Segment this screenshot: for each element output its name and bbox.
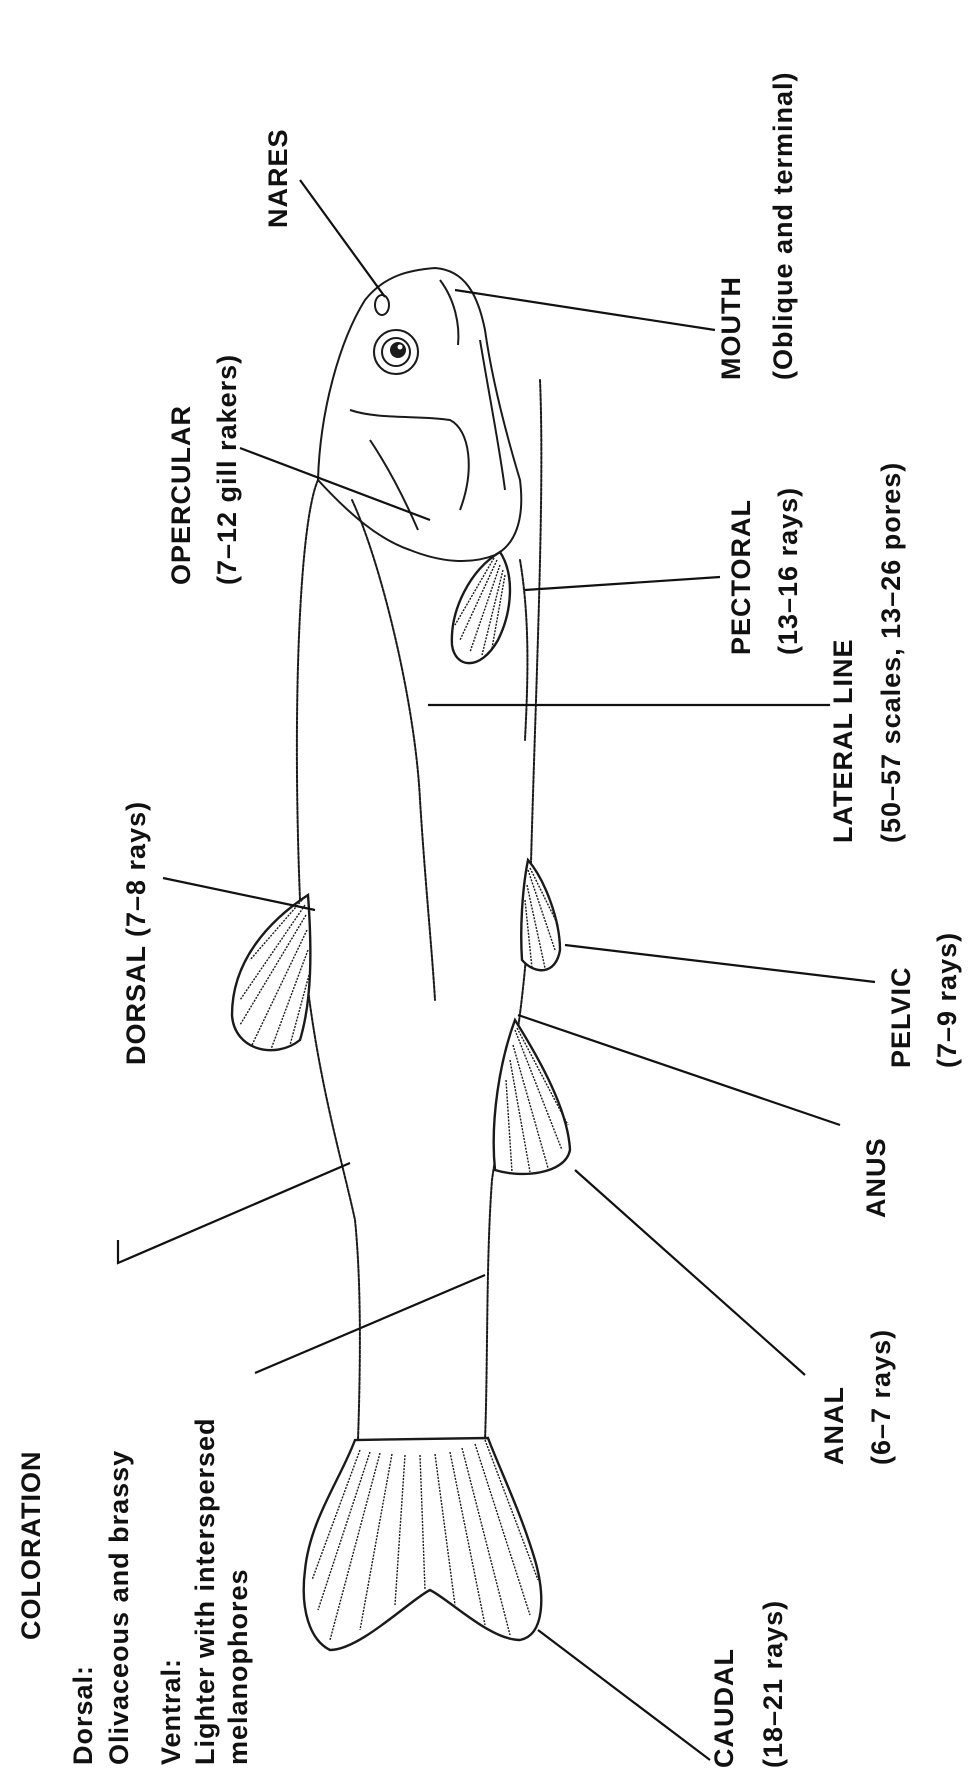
leader-caudal — [538, 1630, 710, 1760]
pectoral-fin — [452, 552, 510, 663]
label-lateral-line: LATERAL LINE — [828, 639, 858, 844]
svg-text:ANUS: ANUS — [861, 1137, 891, 1218]
label-mouth: MOUTH — [716, 276, 746, 380]
svg-text:COLORATION: COLORATION — [16, 1451, 46, 1640]
svg-text:MOUTH: MOUTH — [716, 276, 746, 380]
label-pectoral: PECTORAL — [726, 499, 756, 655]
label-mouth-detail: (Oblique and terminal) — [768, 71, 798, 380]
svg-text:(7–12 gill rakers): (7–12 gill rakers) — [212, 354, 242, 585]
svg-text:PELVIC: PELVIC — [886, 966, 916, 1068]
eye-pupil — [390, 342, 406, 358]
svg-text:NARES: NARES — [263, 128, 293, 228]
svg-text:(13–16 rays): (13–16 rays) — [773, 487, 803, 655]
nostril — [375, 295, 389, 315]
dorsal-fin — [232, 895, 310, 1052]
label-dorsal: DORSAL (7–8 rays) — [121, 801, 151, 1065]
lateral-line — [352, 500, 435, 1000]
svg-text:Ventral:: Ventral: — [156, 1658, 186, 1765]
leader-mouth — [455, 290, 715, 330]
label-anus: ANUS — [861, 1137, 891, 1218]
svg-text:DORSAL (7–8 rays): DORSAL (7–8 rays) — [121, 801, 151, 1065]
svg-text:LATERAL LINE: LATERAL LINE — [828, 639, 858, 844]
anal-fin — [494, 1020, 570, 1174]
label-caudal: CAUDAL — [709, 1648, 739, 1768]
coloration-ventral-line2: melanophores — [223, 1568, 253, 1765]
ventral-fold — [520, 560, 527, 740]
svg-text:Olivaceous and brassy: Olivaceous and brassy — [104, 1450, 134, 1765]
svg-text:PECTORAL: PECTORAL — [726, 499, 756, 655]
label-nares: NARES — [263, 128, 293, 228]
label-opercular: OPERCULAR — [166, 405, 196, 585]
leader-opercular — [240, 448, 430, 520]
label-pectoral-detail: (13–16 rays) — [773, 487, 803, 655]
leader-pelvic — [565, 945, 875, 982]
svg-text:melanophores: melanophores — [223, 1568, 253, 1765]
svg-text:(18–21 rays): (18–21 rays) — [758, 1600, 788, 1768]
coloration-dorsal-desc: Olivaceous and brassy — [104, 1450, 134, 1765]
leader-dorsal — [163, 878, 315, 910]
leader-coloration-dorsal — [118, 1163, 350, 1263]
leader-anal — [575, 1170, 805, 1375]
svg-text:Lighter with interspersed: Lighter with interspersed — [190, 1417, 220, 1765]
label-opercular-detail: (7–12 gill rakers) — [212, 354, 242, 585]
coloration-ventral-line1: Lighter with interspersed — [190, 1417, 220, 1765]
label-pelvic: PELVIC — [886, 966, 916, 1068]
coloration-note: COLORATION Dorsal: Olivaceous and brassy… — [16, 1417, 253, 1765]
label-anal-detail: (6–7 rays) — [866, 1329, 896, 1465]
label-lateral-line-detail: (50–57 scales, 13–26 pores) — [876, 462, 906, 843]
body-outline-left — [297, 480, 360, 1580]
label-caudal-detail: (18–21 rays) — [758, 1600, 788, 1768]
leader-nares — [300, 180, 385, 297]
leader-pectoral — [525, 577, 720, 590]
coloration-ventral-label: Ventral: — [156, 1658, 186, 1765]
svg-text:(50–57 scales, 13–26 pores): (50–57 scales, 13–26 pores) — [876, 462, 906, 843]
label-anal: ANAL — [819, 1386, 849, 1465]
pelvic-fin — [521, 860, 560, 970]
svg-text:(6–7 rays): (6–7 rays) — [866, 1329, 896, 1465]
caudal-fin — [304, 1438, 542, 1650]
svg-text:Dorsal:: Dorsal: — [68, 1665, 98, 1765]
svg-text:(7–9 rays): (7–9 rays) — [932, 932, 962, 1068]
coloration-heading: COLORATION — [16, 1451, 46, 1640]
gill-arc — [370, 440, 418, 530]
label-pelvic-detail: (7–9 rays) — [932, 932, 962, 1068]
leader-coloration-ventral — [255, 1275, 485, 1373]
leader-anus — [518, 1015, 840, 1125]
svg-text:ANAL: ANAL — [819, 1386, 849, 1465]
svg-text:CAUDAL: CAUDAL — [709, 1648, 739, 1768]
svg-text:(Oblique and terminal): (Oblique and terminal) — [768, 71, 798, 380]
coloration-dorsal-label: Dorsal: — [68, 1665, 98, 1765]
svg-text:OPERCULAR: OPERCULAR — [166, 405, 196, 585]
eye-highlight — [398, 345, 403, 350]
gill-cover-line — [350, 410, 469, 510]
